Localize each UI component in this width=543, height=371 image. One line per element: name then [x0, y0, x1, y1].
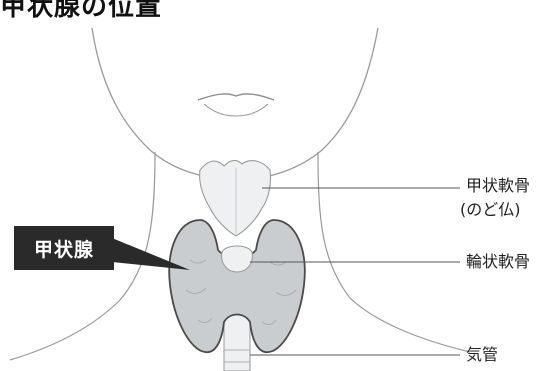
label-thyroid-cartilage: 甲状軟骨	[466, 176, 530, 196]
label-trachea: 気管	[466, 345, 498, 365]
upper-lip	[198, 94, 274, 100]
thyroid-callout: 甲状腺	[14, 226, 114, 270]
lower-lip	[204, 104, 268, 116]
face-outline	[92, 28, 378, 180]
thyroid-cartilage	[200, 160, 271, 236]
label-cricoid-cartilage: 輪状軟骨	[466, 252, 530, 272]
cricoid-cartilage	[222, 246, 253, 272]
neck-right	[318, 152, 470, 352]
label-adams-apple: (のど仏)	[460, 200, 521, 220]
